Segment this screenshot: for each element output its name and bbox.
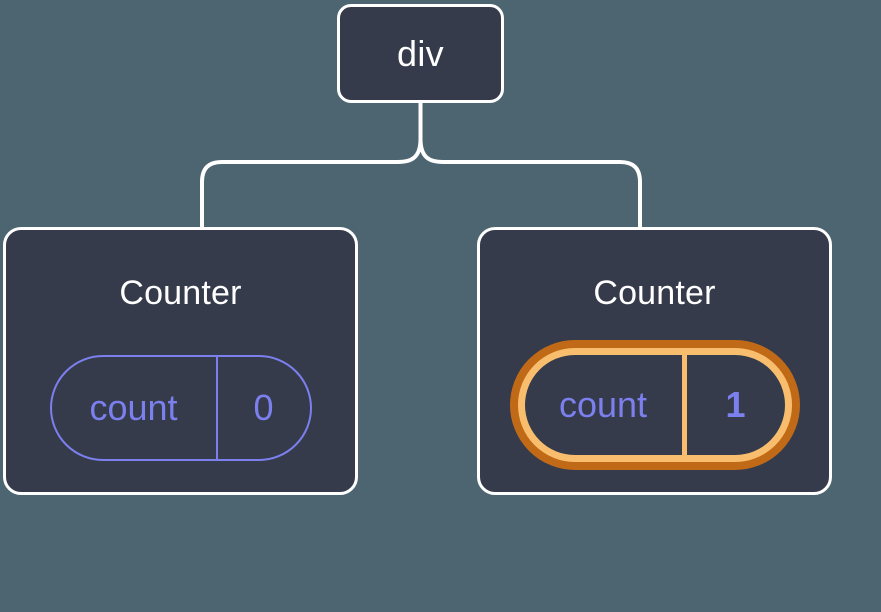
state-value-right: 1 [725,384,746,425]
state-pill-right-highlighted[interactable]: count 1 [509,340,800,470]
node-counter-left[interactable]: Counter count 0 [3,227,358,495]
connector-branch-right [418,137,642,228]
state-pill-left-wrap: count 0 [6,355,355,461]
connector-branch-left [200,137,423,228]
state-pill-right-inner: count 1 [524,355,785,455]
node-counter-left-title: Counter [119,274,242,312]
node-div-label: div [397,32,444,74]
state-value-left: 0 [253,387,274,428]
node-counter-right-title: Counter [593,274,716,312]
state-pill-left[interactable]: count 0 [49,355,312,461]
state-pill-right-wrap: count 1 [480,340,829,470]
node-div[interactable]: div [337,4,504,103]
state-key-right: count [525,355,687,455]
component-tree-diagram: div Counter count 0 Counter count 1 [3,4,832,495]
node-counter-right[interactable]: Counter count 1 [477,227,832,495]
state-key-left: count [52,357,218,459]
